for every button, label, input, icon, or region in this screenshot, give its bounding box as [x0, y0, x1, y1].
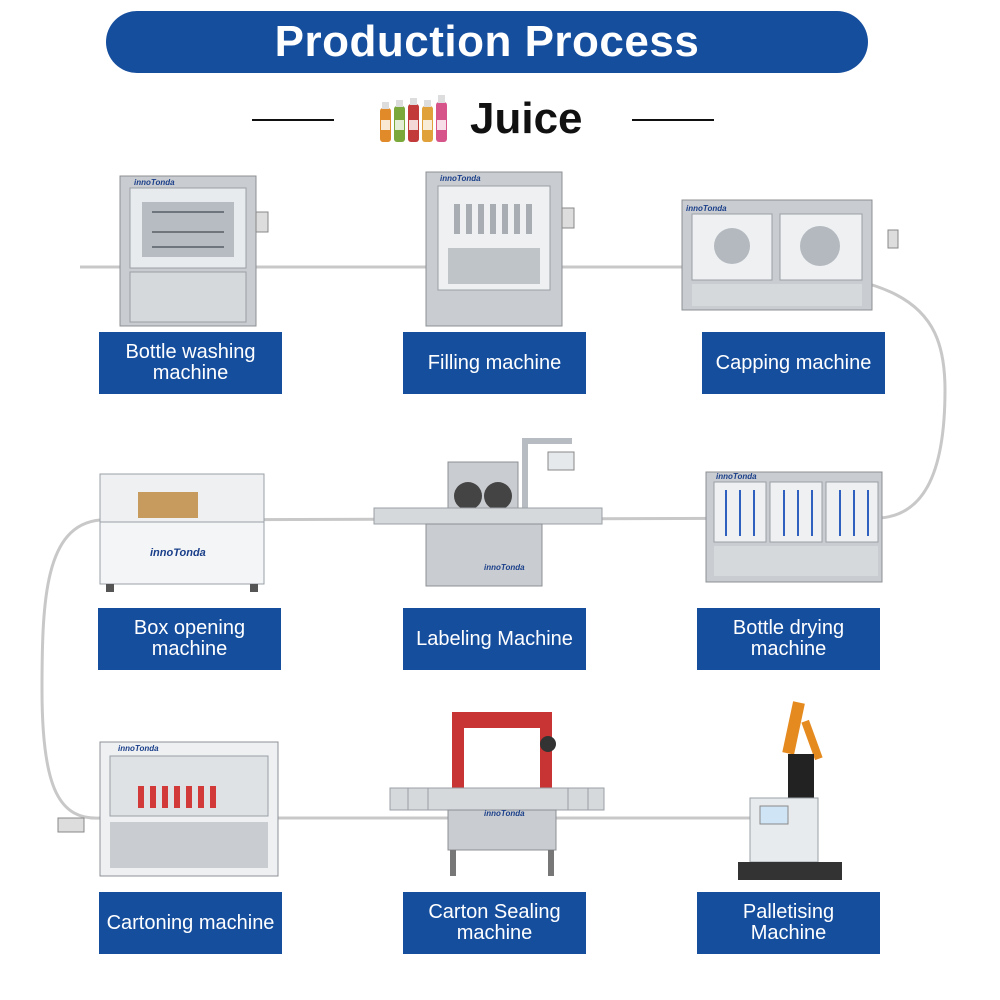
juice-bottles-icon: [380, 95, 447, 142]
brand-logo: innoTonda: [134, 178, 175, 187]
palletising-machine-image: [738, 701, 842, 880]
page-title: Production Process: [274, 17, 700, 66]
product-name: Juice: [470, 94, 583, 143]
title-banner: Production Process: [106, 11, 868, 73]
box-opening-machine-image: innoTonda: [99, 473, 265, 592]
brand-logo: innoTonda: [440, 174, 481, 183]
carton-sealing-machine-image: innoTonda: [389, 712, 605, 876]
subtitle-row: Juice: [0, 92, 1000, 152]
filling-machine-image: innoTonda: [425, 171, 575, 327]
brand-logo: innoTonda: [118, 744, 159, 753]
step-label-cartoning: Cartoning machine: [99, 892, 282, 954]
step-label-filling: Filling machine: [403, 332, 586, 394]
step-label-bottle-drying: Bottle drying machine: [697, 608, 880, 670]
capping-machine-image: innoTonda: [681, 199, 899, 311]
step-label-box-opening: Box opening machine: [98, 608, 281, 670]
brand-logo: innoTonda: [484, 809, 525, 818]
step-label-carton-sealing: Carton Sealing machine: [403, 892, 586, 954]
left-divider: [252, 119, 334, 121]
brand-logo: innoTonda: [686, 204, 727, 213]
brand-logo: innoTonda: [716, 472, 757, 481]
bottle-drying-machine-image: innoTonda: [705, 471, 883, 583]
bottle-washing-machine-image: innoTonda: [119, 175, 269, 327]
brand-logo: innoTonda: [150, 547, 206, 559]
step-label-labeling: Labeling Machine: [403, 608, 586, 670]
labeling-machine-image: innoTonda: [373, 438, 603, 587]
brand-logo: innoTonda: [484, 563, 525, 572]
step-label-palletising: Palletising Machine: [697, 892, 880, 954]
step-label-capping: Capping machine: [702, 332, 885, 394]
right-divider: [632, 119, 714, 121]
cartoning-machine-image: innoTonda: [57, 741, 279, 877]
step-label-bottle-washing: Bottle washing machine: [99, 332, 282, 394]
